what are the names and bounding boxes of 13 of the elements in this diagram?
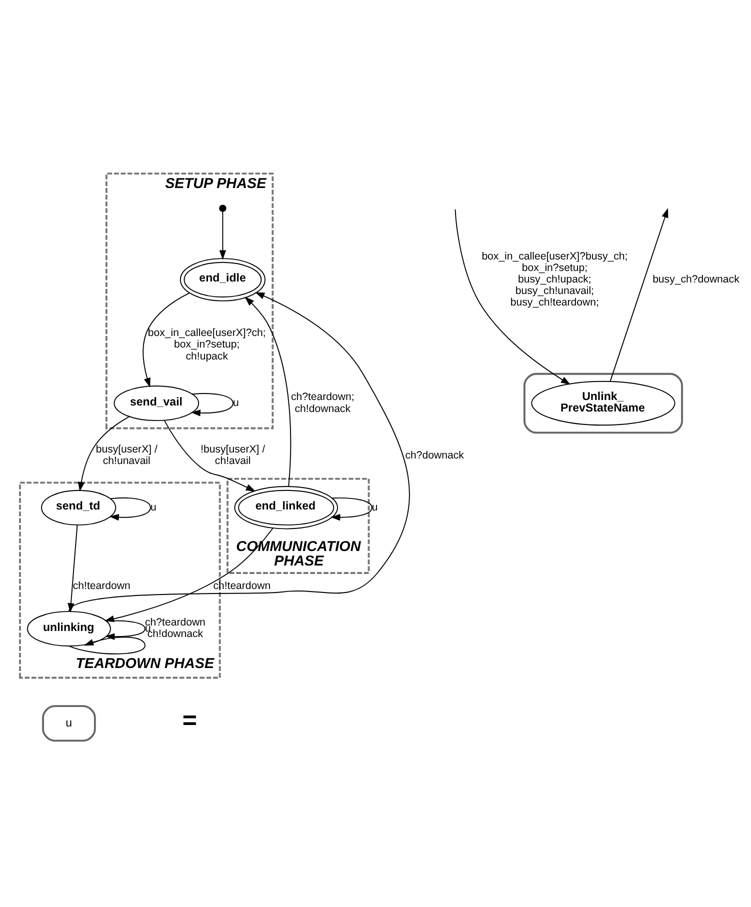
- edge-label: box_in_callee[userX]?ch; box_in?setup; ch!upack: [148, 327, 266, 362]
- edge-label: u: [372, 501, 378, 514]
- edge-label: ch!teardown: [213, 580, 271, 592]
- edge-label: ch?downack: [405, 449, 464, 462]
- label: =: [182, 706, 197, 734]
- edge-label: box_in_callee[userX]?busy_ch; box_in?setup; busy_ch!upack; busy_ch!unavail; busy_ch!teardown;: [482, 250, 628, 308]
- edge-label: ch?teardown; ch!downack: [290, 391, 354, 415]
- edge-label: ch!teardown: [72, 580, 130, 592]
- edge-label: !busy[userX] / ch!avail: [200, 444, 266, 468]
- edge-label: busy_ch?downack: [652, 273, 740, 286]
- edge-label: u: [233, 396, 239, 409]
- edge-label: u: [150, 501, 156, 514]
- edge-label: busy[userX] / ch!unavail: [96, 444, 158, 468]
